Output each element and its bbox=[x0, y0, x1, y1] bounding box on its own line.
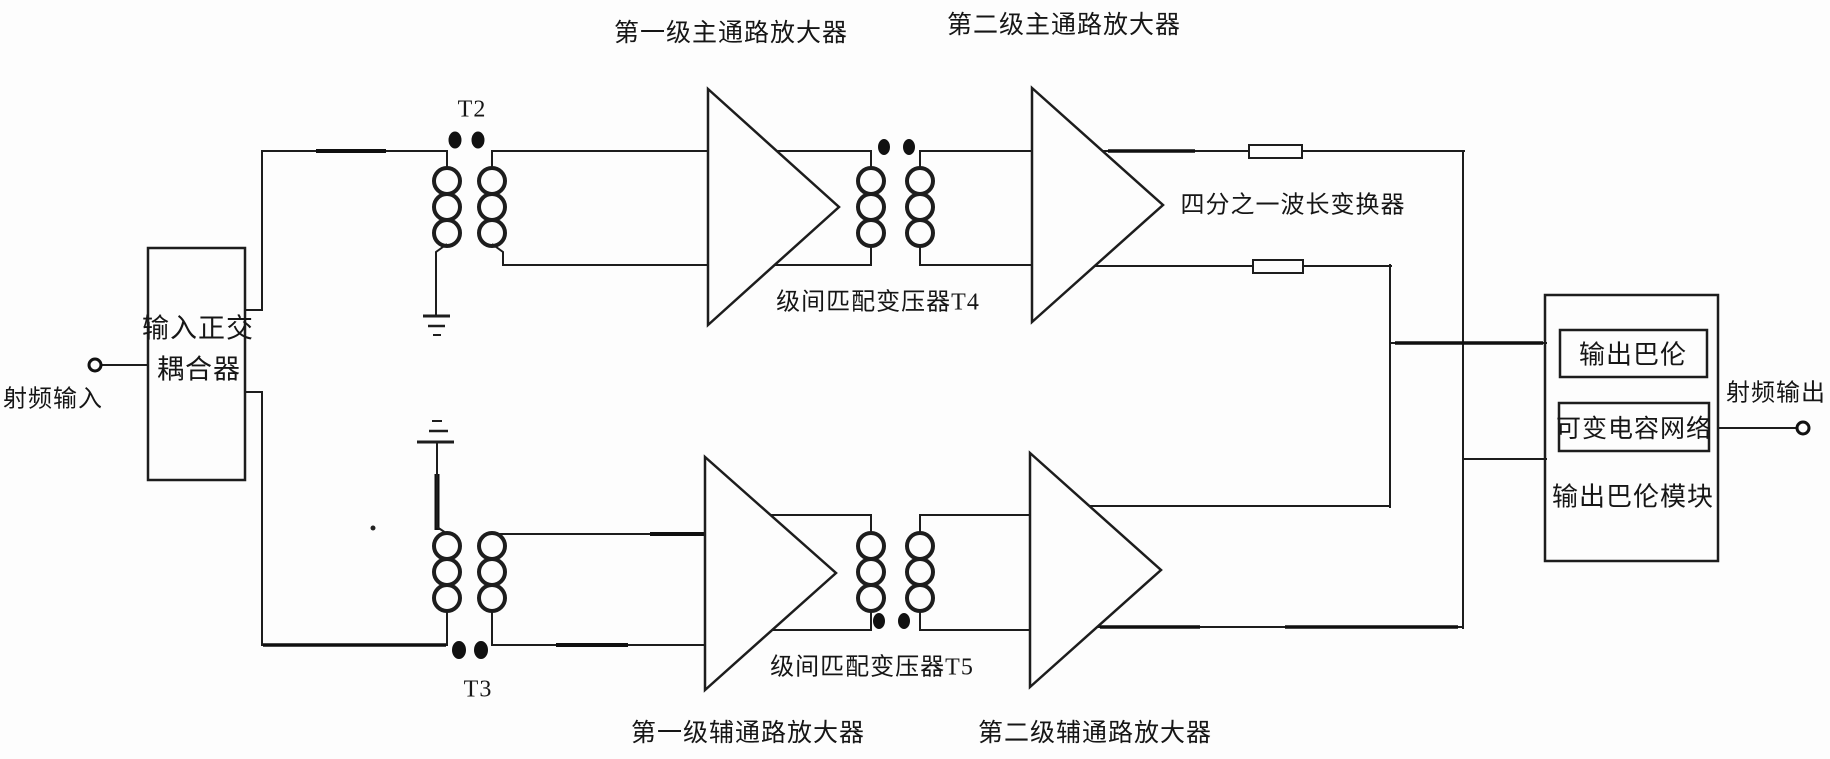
amp-aux-stage1-triangle bbox=[703, 454, 838, 693]
output-balun-box bbox=[1558, 328, 1709, 379]
output-balun-module-box bbox=[1543, 293, 1720, 563]
interstage-transformer-t5-label: 级间匹配变压器T5 bbox=[770, 654, 974, 681]
input-coupler-label-line2: 耦合器 bbox=[157, 354, 241, 385]
t3-phase-dots bbox=[452, 641, 488, 659]
t2-label: T2 bbox=[457, 96, 487, 123]
ground-t3-icon bbox=[417, 420, 454, 444]
wire-coupler-bottom-out bbox=[244, 391, 448, 646]
stage1-aux-amp-label: 第一级辅通路放大器 bbox=[630, 720, 866, 747]
transformer-t4 bbox=[856, 139, 935, 265]
t5-phase-dots bbox=[873, 613, 910, 629]
amp-aux-stage2-triangle bbox=[1028, 450, 1163, 690]
transformer-t2 bbox=[432, 131, 507, 316]
transformer-t3 bbox=[432, 442, 507, 659]
amp-main-stage1-triangle bbox=[706, 86, 841, 328]
input-coupler-box bbox=[146, 246, 247, 482]
t2-phase-dots bbox=[448, 131, 485, 149]
wire-coupler-top-out bbox=[244, 150, 448, 311]
stage2-main-amp-label: 第二级主通路放大器 bbox=[946, 12, 1182, 39]
rf-input-label: 射频输入 bbox=[3, 386, 103, 413]
rf-output-label: 射频输出 bbox=[1726, 380, 1826, 407]
quarter-wave-box-top bbox=[1248, 144, 1303, 159]
transformer-t5 bbox=[856, 515, 935, 630]
input-coupler-label-line1: 输入正交 bbox=[142, 313, 254, 344]
t4-phase-dots bbox=[878, 139, 915, 155]
terminals bbox=[87, 357, 1811, 436]
t3-label: T3 bbox=[463, 676, 493, 703]
wires bbox=[100, 150, 1798, 646]
rf-input-terminal bbox=[87, 357, 103, 373]
blocks bbox=[146, 246, 1720, 563]
stage2-aux-amp-label: 第二级辅通路放大器 bbox=[977, 720, 1213, 747]
output-balun-module-label: 输出巴伦模块 bbox=[1551, 482, 1715, 512]
quarter-wave-transformer-label: 四分之一波长变换器 bbox=[1180, 192, 1406, 219]
amplifiers bbox=[703, 85, 1165, 693]
quarter-wave-box-bottom bbox=[1252, 259, 1304, 274]
variable-capacitor-network-label: 可变电容网络 bbox=[1555, 416, 1713, 443]
quarter-wave-transformers bbox=[1248, 144, 1304, 274]
rf-output-terminal bbox=[1795, 420, 1811, 436]
variable-capacitor-network-box bbox=[1557, 401, 1711, 453]
output-balun-label: 输出巴伦 bbox=[1578, 340, 1688, 370]
amp-main-stage2-triangle bbox=[1030, 85, 1165, 325]
ink-speck bbox=[370, 525, 376, 531]
ground-t2-icon bbox=[423, 314, 450, 336]
stage1-main-amp-label: 第一级主通路放大器 bbox=[613, 20, 849, 47]
interstage-transformer-t4-label: 级间匹配变压器T4 bbox=[776, 289, 980, 316]
